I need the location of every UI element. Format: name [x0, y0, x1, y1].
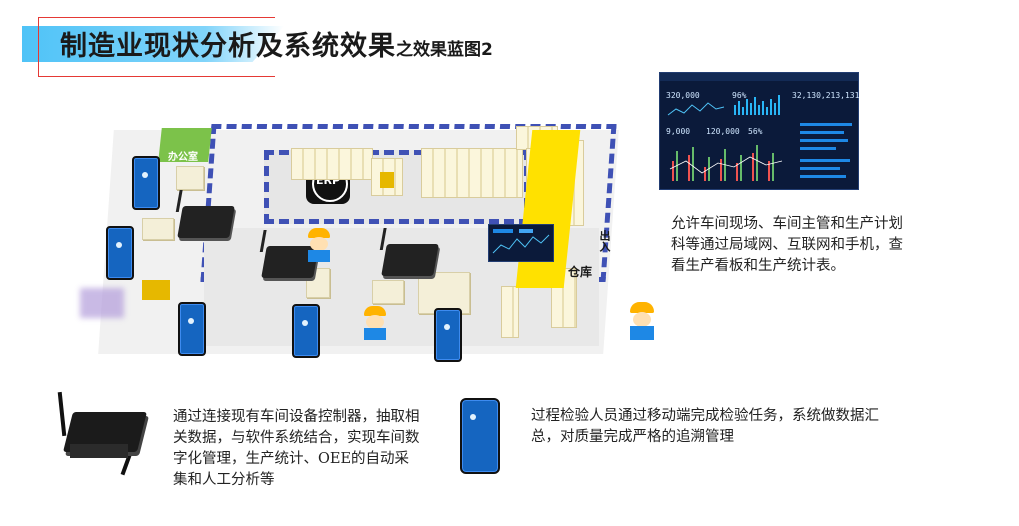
phone-icon — [132, 156, 160, 210]
shelf-7 — [501, 286, 519, 338]
worker-helmet — [308, 228, 330, 238]
worker-body — [308, 250, 330, 262]
phone-icon — [178, 302, 206, 356]
machine-1 — [176, 166, 204, 190]
worker-helmet — [630, 302, 654, 313]
antenna-left — [57, 391, 67, 437]
dashboard-kpi-5: 120,000 — [706, 127, 740, 136]
shelf-1 — [291, 148, 373, 180]
office-label: 办公室 — [168, 152, 198, 163]
phone-icon — [106, 226, 134, 280]
right-description: 允许车间现场、车间主管和生产计划科等通过局域网、互联网和手机，查看生产看板和生产… — [671, 216, 903, 274]
factory-floor: 办公室 ERP 仓库 出入 — [96, 118, 626, 362]
router-icon — [177, 206, 235, 238]
worker-body — [630, 326, 654, 340]
dashboard-charts — [667, 95, 852, 181]
phone-icon — [292, 304, 320, 358]
phone-icon — [460, 398, 500, 474]
blurred-logo — [80, 288, 124, 318]
warehouse-label: 仓库 — [568, 265, 593, 279]
page-title-sub: 之效果蓝图2 — [396, 40, 493, 60]
worker-face — [310, 237, 328, 251]
worker-icon — [360, 306, 390, 340]
phone-icon — [434, 308, 462, 362]
machine-4 — [418, 272, 470, 314]
machine-3 — [372, 280, 404, 304]
controller-front — [70, 444, 128, 458]
shelf-2 — [421, 148, 523, 198]
worker-body — [364, 328, 386, 340]
page-title-main: 制造业现状分析及系统效果 — [60, 31, 396, 62]
worker-face — [633, 312, 651, 327]
large-dashboard: 320,000 96% 32,130,213,131 9,000 120,000… — [659, 72, 859, 190]
dashboard-kpi-6: 56% — [748, 127, 763, 136]
forklift-2 — [380, 172, 394, 188]
entrance-label: 出入 — [598, 230, 611, 252]
worker-helmet — [364, 306, 386, 316]
page-title: 制造业现状分析及系统效果之效果蓝图2 — [60, 24, 493, 63]
worker-icon — [304, 228, 334, 262]
dashboard-icon — [488, 224, 554, 262]
dashboard-kpi-2: 96% — [732, 91, 747, 100]
header-band — [22, 26, 284, 62]
dashboard-kpi-4: 9,000 — [666, 127, 691, 136]
dashboard-kpi-3: 32,130,213,131 — [792, 91, 860, 100]
worker-face — [366, 315, 384, 329]
worker-icon — [626, 302, 656, 340]
mini-dashboard-chart — [492, 229, 550, 254]
router-icon — [57, 391, 154, 480]
header-frame — [38, 17, 275, 77]
dashboard-kpi-1: 320,000 — [666, 91, 700, 100]
mobile-description: 过程检验人员通过移动端完成检验任务，系统做数据汇总，对质量完成严格的追溯管理 — [531, 408, 879, 445]
machine-2 — [142, 218, 174, 240]
controller-description: 通过连接现有车间设备控制器，抽取相关数据，与软件系统结合，实现车间数字化管理，生… — [173, 409, 420, 488]
dashboard-topbar — [660, 73, 858, 81]
forklift — [142, 280, 170, 300]
router-icon — [381, 244, 439, 276]
